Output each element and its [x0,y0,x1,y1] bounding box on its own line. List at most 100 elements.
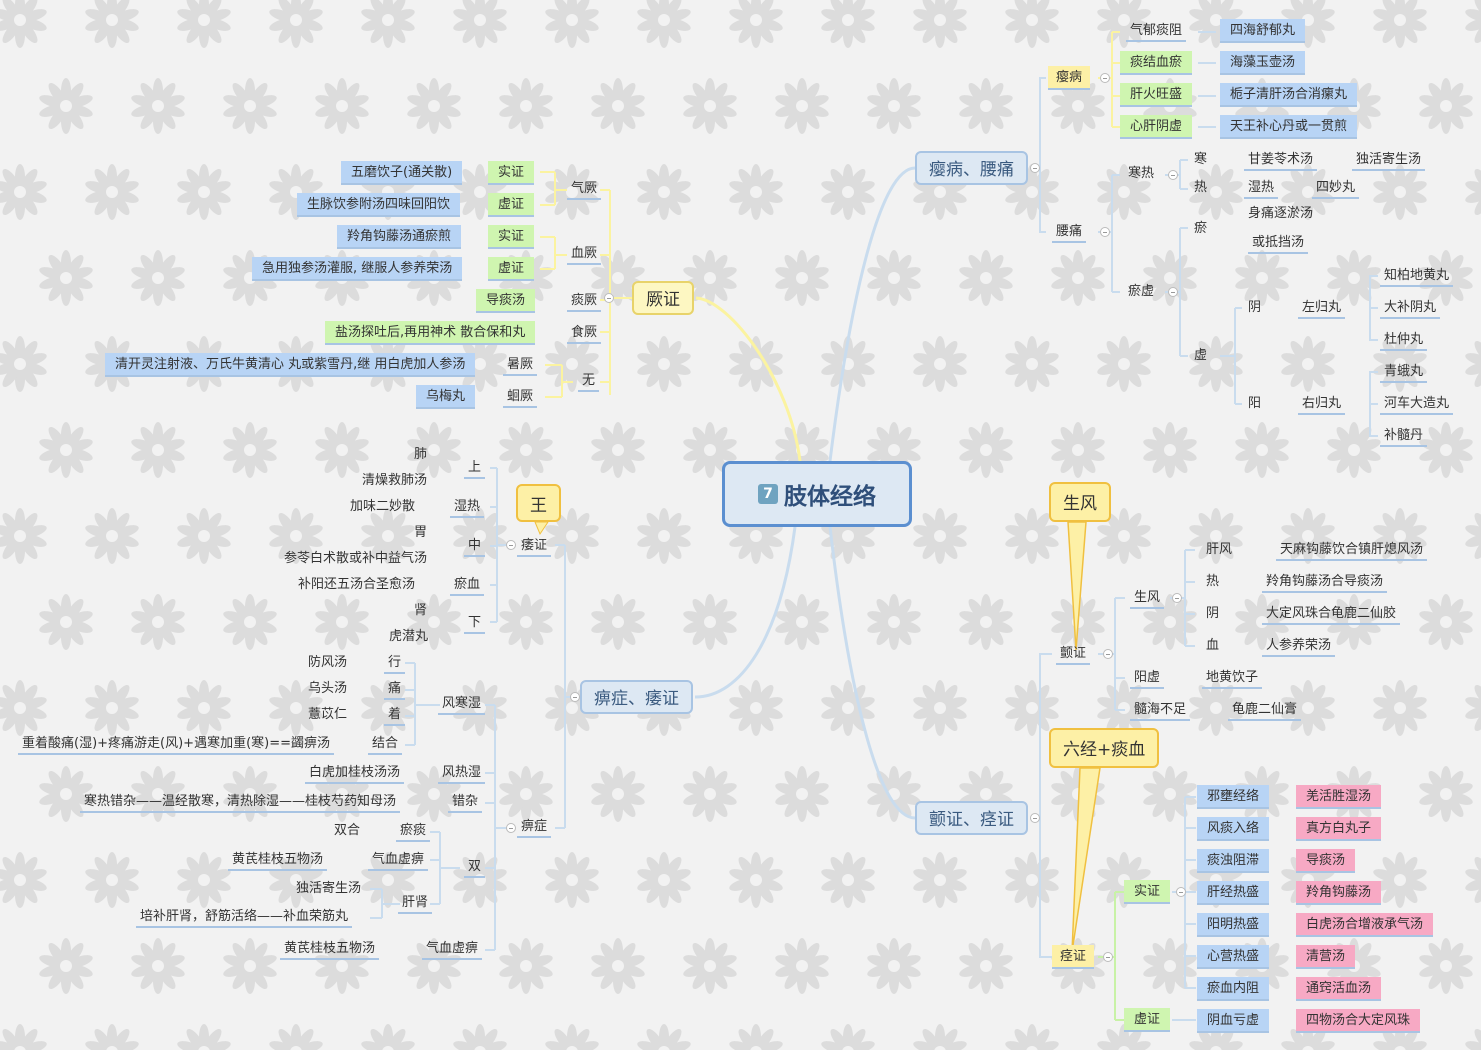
node-tong[interactable]: 痛 [384,678,406,700]
collapse-toggle[interactable] [1168,287,1178,297]
node-baihu[interactable]: 白虎汤合增液承气汤 [1296,913,1434,937]
node-hanre-cuoza[interactable]: 寒热错杂——温经散寒，清热除湿——桂枝芍药知母汤 [80,791,401,813]
node-jiyong[interactable]: 急用独参汤灌服, 继服人参养荣汤 [252,257,463,281]
node-shizheng-1[interactable]: 实证 [488,161,535,185]
node-qiyu[interactable]: 气郁痰阻 [1126,20,1187,42]
node-jiehe[interactable]: 结合 [368,733,403,755]
node-bizheng[interactable]: 痹症 [517,816,552,838]
node-wumo[interactable]: 五磨饮子(通关散) [341,161,463,185]
node-xuzheng-jing[interactable]: 虚证 [1124,1008,1171,1032]
node-yangming[interactable]: 阳明热盛 [1197,913,1270,937]
node-peibu[interactable]: 培补肝肾，舒筋活络——补血荣筋丸 [136,906,353,928]
node-ganjiang[interactable]: 甘姜苓术汤 [1244,149,1318,171]
node-yuxue-jing[interactable]: 瘀血内阻 [1197,977,1270,1001]
node-hanre[interactable]: 寒热 [1128,166,1155,181]
node-qinge[interactable]: 青蛾丸 [1380,361,1428,383]
callout-wang[interactable]: 王 [516,484,561,522]
branch-ying[interactable]: 瘿病、腰痛 [915,151,1028,185]
node-shenling[interactable]: 参苓白术散或补中益气汤 [284,551,428,566]
node-yin-chan[interactable]: 阴 [1206,606,1220,621]
node-tanjie[interactable]: 痰结血瘀 [1120,51,1193,75]
node-huangqi-2[interactable]: 黄芪桂枝五物汤 [280,938,380,960]
node-xinying[interactable]: 心营热盛 [1197,945,1270,969]
node-jingzheng[interactable]: 痉证 [1052,945,1095,969]
node-huijue[interactable]: 蛔厥 [503,386,538,408]
node-shengmai[interactable]: 生脉饮参附汤四味回阳饮 [297,193,461,217]
node-yinxue[interactable]: 阴血亏虚 [1197,1009,1270,1033]
node-tanjue[interactable]: 痰厥 [567,290,602,312]
node-qixue-1[interactable]: 气血虚痹 [368,849,429,871]
node-tanzhuo[interactable]: 痰浊阻滞 [1197,849,1270,873]
collapse-toggle[interactable] [570,692,580,702]
node-yougui[interactable]: 右归丸 [1298,393,1346,415]
node-siwu[interactable]: 四物汤合大定风珠 [1296,1009,1421,1033]
node-xuzheng-1[interactable]: 虚证 [488,193,535,217]
node-yiyi[interactable]: 薏苡仁 [308,707,348,722]
node-qijue[interactable]: 气厥 [567,178,602,200]
node-zhongzhuo[interactable]: 重着酸痛(湿)+疼痛游走(风)+遇寒加重(寒)==蠲痹汤 [18,733,335,755]
node-daotan-jing[interactable]: 导痰汤 [1296,849,1356,873]
node-chanzheng[interactable]: 颤证 [1056,643,1091,665]
node-buyang[interactable]: 补阳还五汤合圣愈汤 [298,577,416,592]
collapse-toggle[interactable] [1030,163,1040,173]
branch-chan[interactable]: 颤证、痉证 [915,801,1028,835]
node-tianwang[interactable]: 天王补心丹或一贯煎 [1220,115,1358,139]
node-duhuo-ying[interactable]: 独活寄生汤 [1352,149,1426,171]
node-shengfeng[interactable]: 生风 [1130,587,1165,609]
node-shire-ying[interactable]: 湿热 [1244,177,1279,199]
node-lingjiao[interactable]: 羚角钩藤汤通瘀煎 [337,225,462,249]
collapse-toggle[interactable] [1103,952,1113,962]
node-yuxu[interactable]: 瘀虚 [1128,284,1155,299]
node-qingying[interactable]: 清营汤 [1296,945,1356,969]
node-yang[interactable]: 阳 [1248,396,1262,411]
node-qingkai[interactable]: 清开灵注射液、万氏牛黄清心 丸或紫雪丹,继 用白虎加人参汤 [105,353,476,377]
node-yu[interactable]: 瘀 [1194,221,1208,236]
node-duzhong[interactable]: 杜仲丸 [1380,329,1428,351]
central-topic[interactable]: 7 肢体经络 [722,461,912,527]
node-heche[interactable]: 河车大造丸 [1380,393,1454,415]
node-dabu[interactable]: 大补阴丸 [1380,297,1441,319]
collapse-toggle[interactable] [1100,73,1110,83]
node-lingjiao-chan[interactable]: 羚角钩藤汤合导痰汤 [1262,571,1388,593]
node-wei[interactable]: 胃 [414,525,428,540]
node-wumei[interactable]: 乌梅丸 [416,385,476,409]
node-zhizi[interactable]: 栀子清肝汤合消瘰丸 [1220,83,1358,107]
node-han[interactable]: 寒 [1194,152,1208,167]
collapse-toggle[interactable] [1103,649,1113,659]
node-shuanghe[interactable]: 双合 [334,823,361,838]
node-guilu[interactable]: 龟鹿二仙膏 [1228,699,1302,721]
node-wutou[interactable]: 乌头汤 [308,681,348,696]
node-suihai[interactable]: 髓海不足 [1130,699,1191,721]
collapse-toggle[interactable] [1172,593,1182,603]
node-jiawei[interactable]: 加味二妙散 [350,499,416,514]
node-zuogui[interactable]: 左归丸 [1298,297,1346,319]
node-xuejue[interactable]: 血厥 [567,243,602,265]
node-xing[interactable]: 行 [384,652,406,674]
node-cuoza[interactable]: 错杂 [448,791,483,813]
node-renshen[interactable]: 人参养荣汤 [1262,635,1336,657]
node-ganjing[interactable]: 肝经热盛 [1197,881,1270,905]
node-daotan[interactable]: 导痰汤 [476,289,536,313]
node-wu[interactable]: 无 [578,370,600,392]
node-tongqiao[interactable]: 通窍活血汤 [1296,977,1382,1001]
node-zhibai[interactable]: 知柏地黄丸 [1380,265,1454,287]
node-siha[interactable]: 四海舒郁丸 [1220,19,1306,43]
node-re-chan[interactable]: 热 [1206,574,1220,589]
node-shentong[interactable]: 身痛逐淤汤 [1248,206,1314,221]
node-weizheng[interactable]: 痿证 [517,535,552,557]
node-yutan[interactable]: 瘀痰 [396,820,431,842]
node-zhong[interactable]: 中 [464,535,486,557]
collapse-toggle[interactable] [604,293,614,303]
node-yangxu[interactable]: 阳虚 [1130,667,1165,689]
node-busui[interactable]: 补髓丹 [1380,425,1428,447]
collapse-toggle[interactable] [1100,227,1110,237]
callout-shengfeng[interactable]: 生风 [1049,482,1111,522]
node-xue[interactable]: 血 [1206,638,1220,653]
node-shuang[interactable]: 双 [464,856,486,878]
node-zhe[interactable]: 着 [384,704,406,726]
collapse-toggle[interactable] [1176,887,1186,897]
callout-liujing[interactable]: 六经+痰血 [1049,728,1160,768]
node-shang[interactable]: 上 [464,457,486,479]
branch-bi[interactable]: 痹症、痿证 [580,680,693,714]
node-fengtan[interactable]: 风痰入络 [1197,817,1270,841]
